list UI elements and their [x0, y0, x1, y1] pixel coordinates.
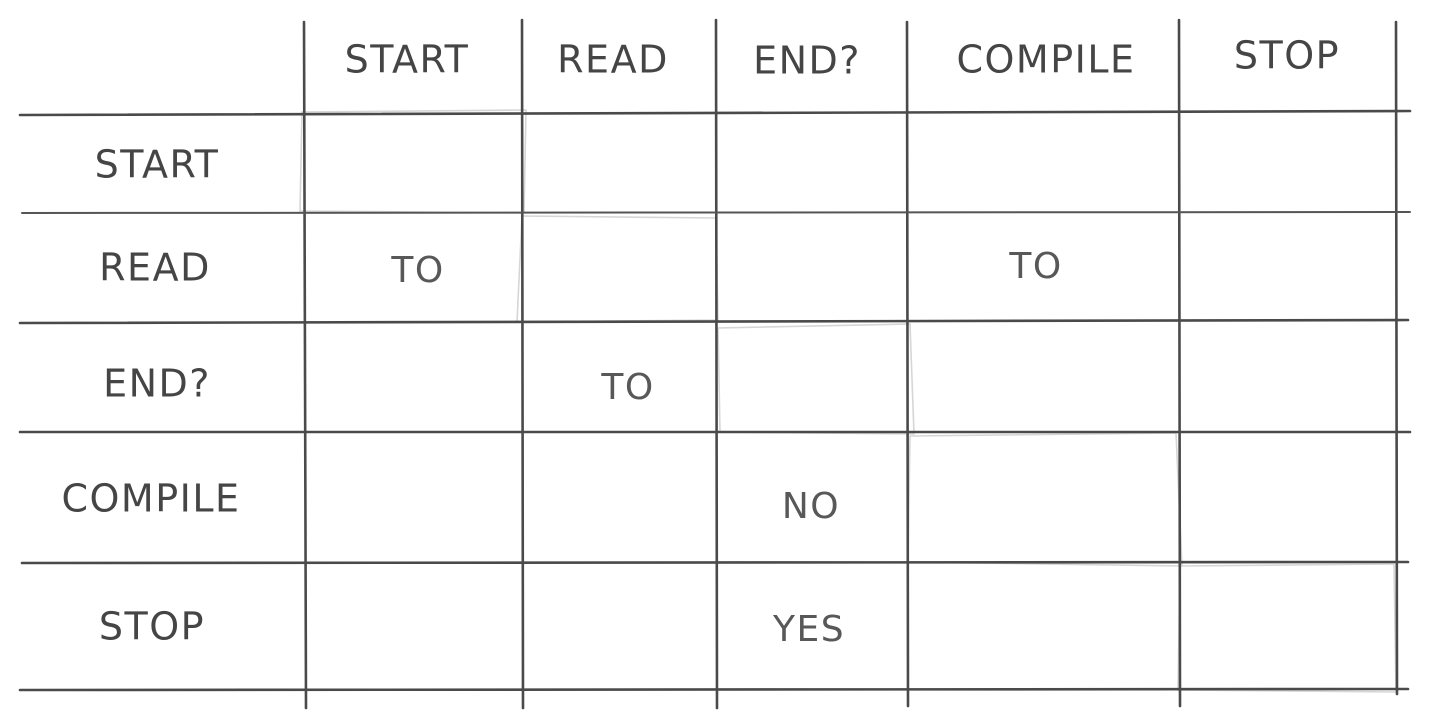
- column-header: START: [345, 38, 470, 82]
- column-header: STOP: [1234, 34, 1340, 78]
- row-header: END?: [103, 362, 211, 406]
- diag-box-compile: [907, 432, 1183, 567]
- diagonal-highlights: [299, 109, 1397, 693]
- row-header: START: [95, 143, 220, 187]
- vline-4: [905, 20, 910, 708]
- hline-2: [21, 211, 1411, 214]
- column-headers: START READ END? COMPILE STOP: [345, 34, 1340, 83]
- diag-box-read: [516, 215, 719, 323]
- diag-box-stop: [1177, 563, 1397, 693]
- column-header: READ: [557, 38, 669, 82]
- diag-box-start: [299, 109, 527, 214]
- row-headers: START READ END? COMPILE STOP: [61, 143, 240, 649]
- matrix-cell: TO: [390, 250, 444, 291]
- cell-values: TO TO TO NO YES: [390, 246, 1062, 650]
- matrix-cell: YES: [772, 609, 845, 650]
- hline-5: [20, 560, 1410, 565]
- hline-6: [18, 687, 1410, 692]
- row-header: STOP: [99, 605, 205, 649]
- vline-1: [302, 20, 308, 710]
- hline-1: [18, 109, 1412, 117]
- matrix-cell: TO: [1008, 246, 1062, 287]
- vline-5: [1177, 18, 1182, 708]
- matrix-cell: NO: [782, 486, 840, 527]
- diag-box-end: [717, 323, 915, 435]
- column-header: COMPILE: [956, 38, 1135, 82]
- matrix-cell: TO: [600, 367, 654, 408]
- hline-3: [18, 318, 1410, 325]
- row-header: COMPILE: [61, 477, 240, 521]
- column-header: END?: [753, 39, 861, 83]
- vline-3: [714, 18, 719, 710]
- vline-6: [1394, 20, 1399, 696]
- vline-2: [520, 18, 525, 710]
- vertical-lines: [302, 18, 1399, 710]
- horizontal-lines: [18, 109, 1412, 692]
- row-header: READ: [99, 246, 211, 290]
